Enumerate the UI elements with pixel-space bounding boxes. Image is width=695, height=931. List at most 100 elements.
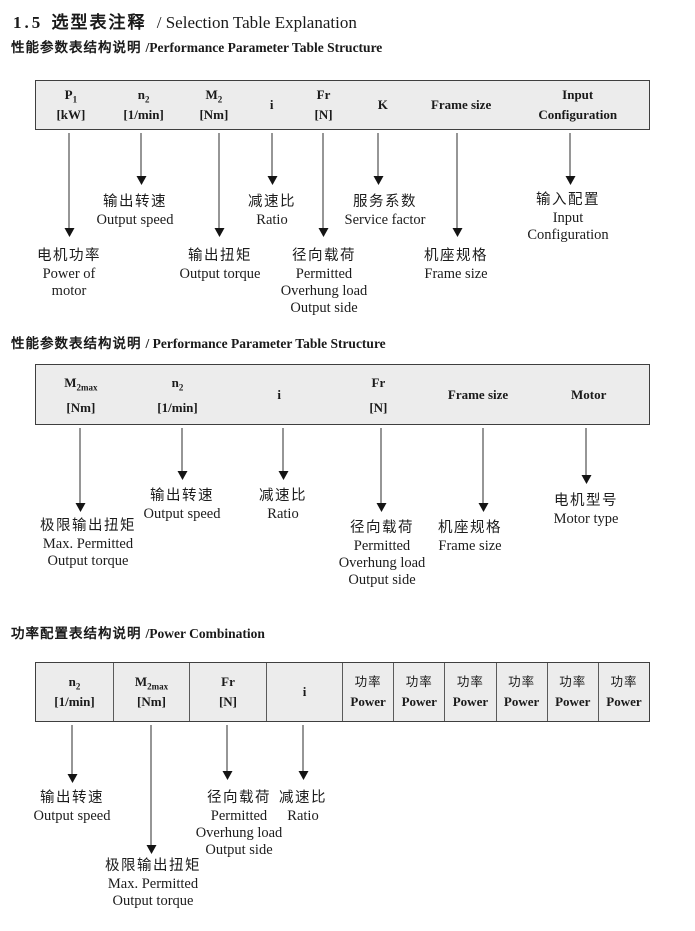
col-input-label: Input (562, 87, 594, 102)
callout-s1-output-speed: 输出转速 Output speed (96, 194, 174, 228)
col-fr-unit: [N] (218, 694, 238, 709)
col-fr-symbol: Fr (316, 87, 331, 102)
col-i: i (246, 81, 297, 129)
col-power-6: 功率 Power (597, 663, 649, 721)
page-title-en: / Selection Table Explanation (156, 13, 357, 32)
arrow-s3-fr (222, 725, 233, 780)
arrow-s1-k (373, 133, 384, 185)
col-n2-subscript: 2 (75, 681, 81, 692)
col-frame-size: Frame size (428, 365, 529, 424)
col-fr-symbol: Fr (221, 674, 235, 689)
arrow-s1-fr (318, 133, 329, 237)
col-m2: M2 [Nm] (182, 81, 247, 129)
section2-heading-zh: 性能参数表结构说明 (11, 336, 142, 351)
section1-heading: 性能参数表结构说明/Performance Parameter Table St… (11, 36, 382, 56)
col-m2max-symbol: M (64, 374, 77, 390)
arrow-s2-n2 (177, 428, 188, 480)
callout-s3-overhung-load: 径向载荷 Permitted Overhung load Output side (195, 790, 283, 858)
arrow-s2-i (278, 428, 289, 480)
arrow-s2-m2max (75, 428, 86, 512)
callout-s2-overhung-load: 径向载荷 Permitted Overhung load Output side (338, 520, 426, 588)
col-n2: n2 [1/min] (36, 663, 113, 721)
callout-s3-ratio: 减速比 Ratio (279, 790, 327, 824)
col-input-configuration: Input Configuration (506, 81, 649, 129)
col-frame-size-label: Frame size (430, 97, 492, 112)
col-m2max-subscript: 2max (76, 382, 98, 393)
col-i: i (229, 365, 329, 424)
col-frame-size-label: Frame size (447, 387, 509, 402)
callout-s1-input-configuration: 输入配置 Input Configuration (527, 192, 609, 243)
col-k: K (350, 81, 416, 129)
col-fr: Fr [N] (329, 365, 428, 424)
col-m2max-symbol: M (134, 674, 148, 689)
arrow-s2-frame-size (478, 428, 489, 512)
section1-heading-zh: 性能参数表结构说明 (11, 40, 142, 55)
col-fr: Fr [N] (189, 663, 266, 721)
callout-s2-max-output-torque: 极限输出扭矩 Max. Permitted Output torque (40, 518, 136, 569)
col-p1-unit: [kW] (56, 107, 86, 122)
callout-s1-frame-size: 机座规格 Frame size (424, 248, 488, 282)
col-m2-subscript: 2 (217, 94, 223, 105)
col-n2-unit: [1/min] (157, 399, 198, 415)
col-i-symbol: i (277, 387, 281, 402)
callout-s2-ratio: 减速比 Ratio (259, 488, 307, 522)
arrow-s1-i (267, 133, 278, 185)
col-n2-subscript: 2 (145, 94, 150, 105)
col-m2max-subscript: 2max (147, 681, 169, 692)
col-motor: Motor (528, 365, 649, 424)
col-m2max-unit: [Nm] (66, 399, 96, 415)
arrow-s3-m2max (146, 725, 157, 854)
col-frame-size: Frame size (416, 81, 507, 129)
col-configuration-label: Configuration (538, 107, 618, 122)
col-p1-symbol: P (64, 87, 73, 102)
arrow-s3-n2 (67, 725, 78, 783)
callout-s2-motor-type: 电机型号 Motor type (553, 493, 619, 527)
arrow-s2-fr (376, 428, 387, 512)
callout-s1-overhung-load: 径向载荷 Permitted Overhung load Output side (280, 248, 368, 316)
section2-heading-en: / Performance Parameter Table Structure (145, 336, 386, 351)
callout-s1-ratio: 减速比 Ratio (248, 194, 296, 228)
callout-s2-output-speed: 输出转速 Output speed (143, 488, 221, 522)
col-motor-label: Motor (570, 387, 607, 402)
col-power-4: 功率 Power (495, 663, 547, 721)
col-i-symbol: i (269, 97, 274, 112)
section3-heading-en: /Power Combination (145, 626, 265, 641)
power-combination-table: n2 [1/min] M2max [Nm] Fr [N] i 功率 Power … (35, 662, 650, 722)
col-i-symbol: i (302, 684, 307, 699)
col-power-2: 功率 Power (393, 663, 444, 721)
col-fr-symbol: Fr (371, 374, 386, 390)
section1-heading-en: /Performance Parameter Table Structure (145, 40, 383, 55)
col-i: i (266, 663, 342, 721)
arrow-s1-p1 (64, 133, 75, 237)
col-m2max-unit: [Nm] (137, 694, 166, 709)
callout-s3-max-output-torque: 极限输出扭矩 Max. Permitted Output torque (105, 858, 201, 909)
col-n2-subscript: 2 (178, 382, 184, 393)
arrow-s1-n2 (136, 133, 147, 185)
col-power-3: 功率 Power (444, 663, 495, 721)
arrow-s1-input-configuration (565, 133, 576, 185)
col-n2: n2 [1/min] (126, 365, 230, 424)
col-m2-symbol: M (205, 87, 218, 102)
arrow-s3-i (298, 725, 309, 780)
col-n2-unit: [1/min] (54, 694, 95, 709)
col-n2-symbol: n (137, 87, 145, 102)
col-fr: Fr [N] (297, 81, 350, 129)
col-m2-unit: [Nm] (199, 107, 229, 122)
col-p1-subscript: 1 (72, 94, 78, 105)
callout-s3-output-speed: 输出转速 Output speed (33, 790, 111, 824)
callout-s1-power-of-motor: 电机功率 Power of motor (37, 248, 101, 299)
section2-heading: 性能参数表结构说明/ Performance Parameter Table S… (11, 332, 386, 352)
col-m2max: M2max [Nm] (36, 365, 126, 424)
section3-heading-zh: 功率配置表结构说明 (11, 626, 142, 641)
col-power-1: 功率 Power (342, 663, 393, 721)
callout-s1-output-torque: 输出扭矩 Output torque (179, 248, 261, 282)
performance-table-2: M2max [Nm] n2 [1/min] i Fr [N] Frame siz… (35, 364, 650, 425)
col-n2-symbol: n (171, 374, 179, 390)
col-m2max: M2max [Nm] (113, 663, 189, 721)
col-fr-unit: [N] (314, 107, 333, 122)
page-title: 1.5 选型表注释 / Selection Table Explanation (13, 8, 357, 33)
col-n2: n2 [1/min] (106, 81, 182, 129)
performance-table-1: P1 [kW] n2 [1/min] M2 [Nm] i Fr [N] K Fr… (35, 80, 650, 130)
section-number: 1.5 (13, 13, 44, 32)
